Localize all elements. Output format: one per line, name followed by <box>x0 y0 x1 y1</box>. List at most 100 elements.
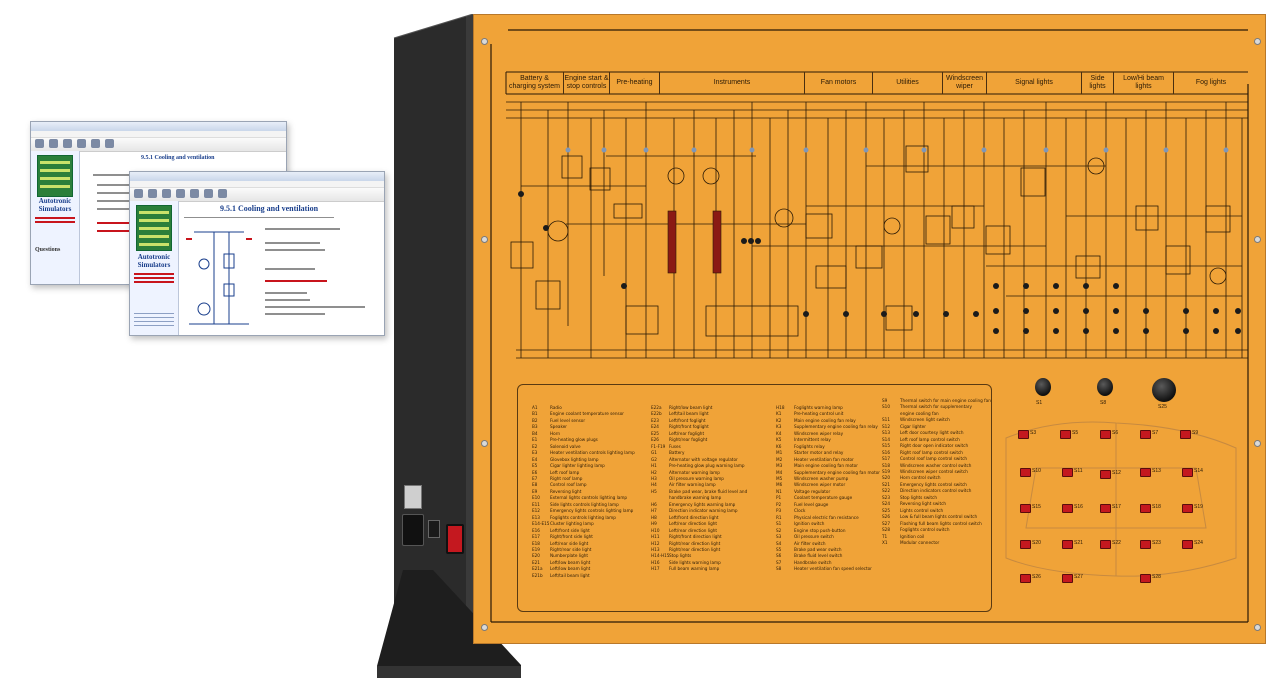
panel-switch[interactable] <box>1182 468 1193 477</box>
panel-switch[interactable] <box>1018 430 1029 439</box>
panel-switch[interactable] <box>1062 468 1073 477</box>
window-toolbar <box>31 138 286 152</box>
switch-label: S16 <box>1074 504 1083 510</box>
panel-switch[interactable] <box>1100 470 1111 479</box>
panel-switch[interactable] <box>1100 430 1111 439</box>
legend-code: S24 <box>882 501 890 507</box>
panel-switch[interactable] <box>1140 574 1151 583</box>
legend-description: Oil pressure switch <box>794 534 834 540</box>
legend-description: Left/rear direction light <box>669 527 718 533</box>
refresh-icon <box>77 139 86 148</box>
legend-description: Intermittent relay <box>794 437 831 443</box>
screw <box>481 624 488 631</box>
stop-icon <box>63 139 72 148</box>
fan-speed-selector-knob[interactable] <box>1097 378 1113 396</box>
legend-code: M4 <box>776 469 783 475</box>
brand-name: Autotronic Simulators <box>38 197 72 213</box>
legend-code: E24 <box>651 424 659 430</box>
panel-switch[interactable] <box>1020 540 1031 549</box>
legend-description: Air filter switch <box>794 540 826 546</box>
panel-switch[interactable] <box>1140 468 1151 477</box>
panel-switch[interactable] <box>1100 540 1111 549</box>
switch-label: S5 <box>1072 430 1079 436</box>
legend-code: E1 <box>532 437 538 443</box>
legend-description: Right/rear foglight <box>669 437 708 443</box>
legend-code: S23 <box>882 494 890 500</box>
panel-switch[interactable] <box>1020 574 1031 583</box>
section-pre-heating: Pre-heating <box>610 72 660 94</box>
switch-label: S21 <box>1074 540 1083 546</box>
panel-switch[interactable] <box>1182 540 1193 549</box>
label-s25: S25 <box>1158 404 1167 410</box>
lights-control-knob[interactable] <box>1152 378 1176 402</box>
panel-switch[interactable] <box>1062 504 1073 513</box>
switch-label: S12 <box>1112 470 1121 476</box>
legend-description: Horn control switch <box>900 475 941 481</box>
panel-switch[interactable] <box>1140 504 1151 513</box>
legend-description: Thermal switch for supplementary <box>900 404 972 410</box>
panel-switch[interactable] <box>1180 430 1191 439</box>
legend-description: Ignition switch <box>794 521 825 527</box>
legend-description: Main engine cooling fan motor <box>794 463 858 469</box>
legend-code: H13 <box>651 546 660 552</box>
legend-code: H12 <box>651 540 660 546</box>
section-instruments: Instruments <box>660 72 805 94</box>
panel-switch[interactable] <box>1140 540 1151 549</box>
fuse-holder[interactable] <box>428 520 440 538</box>
cooling-schematic-diagram <box>186 231 252 325</box>
switch-label: S28 <box>1152 574 1161 580</box>
legend-description: Thermal switch for main engine cooling f… <box>900 398 991 403</box>
legend-code: E2 <box>532 443 538 449</box>
power-socket[interactable] <box>402 514 424 546</box>
legend-description: Heater ventilation controls lighting lam… <box>550 450 635 456</box>
legend-entry: E14-E15Cluster lighting lamp <box>532 521 635 527</box>
panel-switch[interactable] <box>1020 468 1031 477</box>
autotronic-logo <box>136 205 172 251</box>
panel-switch[interactable] <box>1100 504 1111 513</box>
legend-code: S19 <box>882 468 890 474</box>
switch-label: S19 <box>1194 504 1203 510</box>
legend-description: Pre-heating glow plug warning lamp <box>669 463 745 469</box>
wiring-schematic <box>506 101 1248 359</box>
power-switch[interactable] <box>446 524 464 554</box>
legend-description: Reversing light <box>550 488 582 494</box>
back-icon <box>134 189 143 198</box>
legend-description: Left/low beam light <box>550 566 591 572</box>
panel-switch[interactable] <box>1020 504 1031 513</box>
legend-description: Right door open indicator switch <box>900 443 969 449</box>
panel-switch[interactable] <box>1140 430 1151 439</box>
legend-code: S4 <box>776 540 782 546</box>
legend-code: E16 <box>532 527 540 533</box>
legend-description: Physical electric fan resistance <box>794 514 859 520</box>
legend-code: E10 <box>532 495 540 501</box>
legend-description: Side lights warning lamp <box>669 559 721 565</box>
legend-code: E14-E15 <box>532 521 550 527</box>
window-titlebar <box>31 122 286 131</box>
panel-switch[interactable] <box>1060 430 1071 439</box>
panel-switch[interactable] <box>1062 574 1073 583</box>
panel-switch[interactable] <box>1182 504 1193 513</box>
ignition-key-switch[interactable] <box>1035 378 1051 396</box>
legend-description: Brake pad wear, brake fluid level and <box>669 488 748 494</box>
panel-switch[interactable] <box>1062 540 1073 549</box>
